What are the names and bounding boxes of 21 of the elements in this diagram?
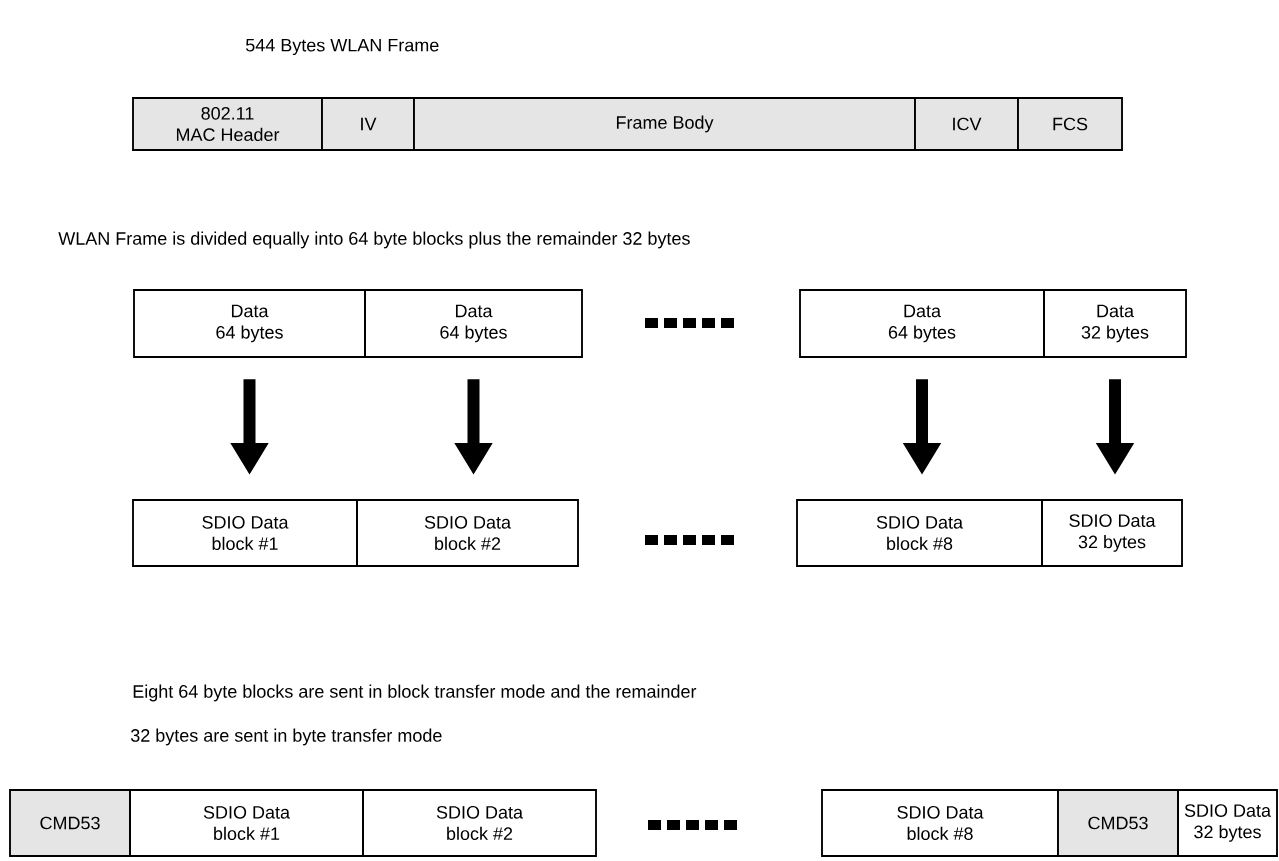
cell-box: Data 32 bytes: [1043, 289, 1187, 358]
cell-box: SDIO Data block #8: [796, 499, 1043, 567]
cell-box: Data 64 bytes: [364, 289, 583, 358]
header-cell: FCS: [1017, 97, 1123, 151]
caption-text: Eight 64 byte blocks are sent in block transfer mode and the remainder: [133, 684, 697, 702]
cell-box: SDIO Data block #8: [821, 789, 1059, 857]
cell-box: SDIO Data block #1: [129, 789, 364, 857]
header-cell: CMD53: [9, 789, 131, 857]
header-cell: ICV: [914, 97, 1019, 151]
cell-box: SDIO Data block #2: [362, 789, 597, 857]
header-cell: IV: [321, 97, 415, 151]
cell-box: SDIO Data 32 bytes: [1041, 499, 1183, 567]
cell-box: SDIO Data block #2: [356, 499, 579, 567]
caption-text: 544 Bytes WLAN Frame: [246, 38, 439, 56]
cell-box: SDIO Data 32 bytes: [1177, 789, 1278, 857]
cell-box: SDIO Data block #1: [132, 499, 358, 567]
caption-text: WLAN Frame is divided equally into 64 byte blocks plus the remainder 32 bytes: [58, 231, 690, 249]
caption-text: 32 bytes are sent in byte transfer mode: [130, 728, 442, 746]
cell-box: Data 64 bytes: [799, 289, 1045, 358]
header-cell: CMD53: [1057, 789, 1179, 857]
cell-box: Data 64 bytes: [133, 289, 366, 358]
